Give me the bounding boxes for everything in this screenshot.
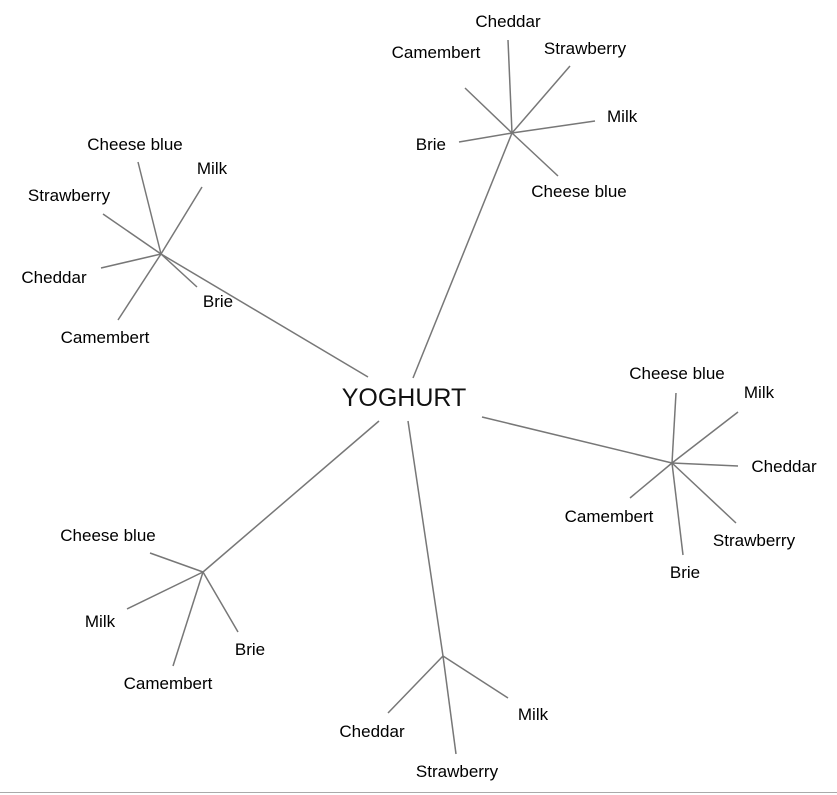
leaf-edge-strawberry — [671, 462, 737, 524]
leaf-edge-camembert — [629, 462, 673, 499]
leaf-edge-milk — [442, 655, 509, 699]
bottom-border — [0, 792, 837, 793]
leaf-edge-strawberry — [102, 213, 162, 255]
leaf-label-cheddar: Cheddar — [751, 457, 817, 476]
leaf-edge-camembert — [464, 87, 513, 134]
leaf-label-camembert: Camembert — [61, 328, 150, 347]
leaf-label-cheddar: Cheddar — [475, 12, 541, 31]
root-label: YOGHURT — [342, 384, 467, 412]
leaf-label-cheese-blue: Cheese blue — [87, 135, 182, 154]
leaf-label-cheese-blue: Cheese blue — [531, 182, 626, 201]
leaf-edge-milk — [671, 411, 739, 464]
leaf-label-strawberry: Strawberry — [416, 762, 499, 781]
leaf-label-brie: Brie — [670, 563, 700, 582]
branch-edge-bottom — [407, 420, 444, 657]
leaf-edge-strawberry — [442, 655, 457, 755]
leaf-edge-cheese-blue — [137, 161, 162, 255]
leaf-label-milk: Milk — [607, 107, 638, 126]
leaf-label-camembert: Camembert — [392, 43, 481, 62]
leaf-label-brie: Brie — [416, 135, 446, 154]
leaf-edge-milk — [511, 120, 596, 134]
leaf-label-brie: Brie — [235, 640, 265, 659]
leaf-label-strawberry: Strawberry — [713, 531, 796, 550]
leaf-edge-cheddar — [671, 462, 739, 467]
leaf-label-cheddar: Cheddar — [339, 722, 405, 741]
leaf-edge-brie — [160, 253, 198, 288]
leaf-label-strawberry: Strawberry — [544, 39, 627, 58]
leaf-label-milk: Milk — [197, 159, 228, 178]
leaf-edge-cheddar — [507, 39, 513, 134]
branch-edge-right — [481, 416, 673, 464]
leaf-edge-brie — [202, 571, 239, 633]
leaf-label-cheese-blue: Cheese blue — [629, 364, 724, 383]
leaf-label-milk: Milk — [518, 705, 549, 724]
leaf-edge-cheese-blue — [149, 552, 204, 573]
branch-edge-lower-left — [202, 420, 380, 573]
leaf-label-camembert: Camembert — [124, 674, 213, 693]
cluster-right: Cheese blueMilkCheddarCamembertStrawberr… — [481, 364, 817, 582]
branch-edge-top — [412, 132, 513, 379]
leaf-edge-camembert — [172, 571, 204, 667]
leaf-label-strawberry: Strawberry — [28, 186, 111, 205]
leaf-edge-milk — [126, 571, 204, 610]
branch-edge-upper-left — [160, 253, 369, 378]
leaf-edge-camembert — [117, 253, 162, 321]
leaf-label-cheese-blue: Cheese blue — [60, 526, 155, 545]
leaf-label-cheddar: Cheddar — [21, 268, 87, 287]
leaf-edge-brie — [458, 132, 513, 143]
leaf-edge-cheddar — [387, 655, 444, 714]
leaf-edge-cheddar — [100, 253, 162, 269]
leaf-label-brie: Brie — [203, 292, 233, 311]
leaf-edge-brie — [671, 462, 684, 556]
leaf-label-milk: Milk — [744, 383, 775, 402]
leaf-edge-cheese-blue — [671, 392, 677, 464]
leaf-edge-cheese-blue — [511, 132, 559, 177]
leaf-edge-milk — [160, 186, 203, 255]
leaf-edge-strawberry — [511, 65, 571, 134]
cluster-upper-left: Cheese blueMilkStrawberryCheddarCamember… — [21, 135, 369, 378]
leaf-label-camembert: Camembert — [565, 507, 654, 526]
leaf-label-milk: Milk — [85, 612, 116, 631]
